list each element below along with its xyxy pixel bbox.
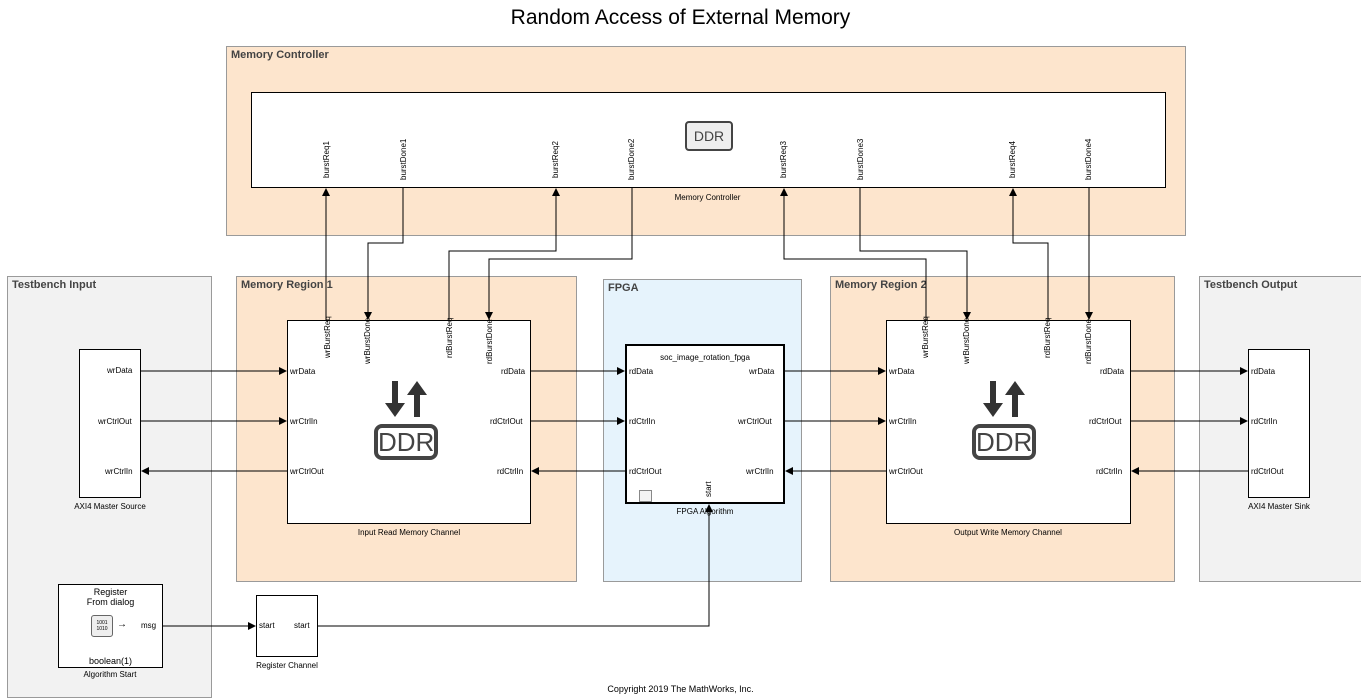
out-port-wrdata: wrData [889, 367, 915, 376]
fpga-area-label: FPGA [608, 282, 639, 294]
ddr-chip-icon: DDR [374, 424, 438, 460]
wire-burstreq4 [1009, 188, 1049, 320]
fpga-port-wrctrlout: wrCtrlOut [738, 417, 772, 426]
binary-file-icon-text: 1001 1010 [96, 620, 108, 632]
model-reference-icon [639, 490, 652, 502]
memory-controller-caption: Memory Controller [674, 193, 741, 202]
binary-file-icon: 1001 1010 [91, 615, 113, 637]
fpga-port-rdctrlout: rdCtrlOut [629, 467, 662, 476]
axi-source-port-wrdata: wrData [107, 366, 133, 375]
read-write-arrows-icon [983, 381, 1025, 417]
copyright-text: Copyright 2019 The MathWorks, Inc. [607, 684, 754, 694]
fpga-port-wrdata: wrData [749, 367, 775, 376]
register-type-label: boolean(1) [88, 656, 133, 666]
axi4-master-source-caption: AXI4 Master Source [74, 502, 146, 511]
diagram-title: Random Access of External Memory [510, 6, 851, 29]
testbench-input-area-label: Testbench Input [12, 279, 97, 291]
fpga-port-wrctrlin: wrCtrlIn [746, 467, 774, 476]
memory-controller-area-label: Memory Controller [231, 49, 329, 61]
out-port-rdctrlout: rdCtrlOut [1089, 417, 1122, 426]
out-port-rdctrlin: rdCtrlIn [1096, 467, 1123, 476]
axi-sink-port-rddata: rdData [1251, 367, 1276, 376]
register-line1: Register [93, 587, 128, 597]
wire-start [318, 504, 713, 627]
algorithm-start-caption: Algorithm Start [83, 670, 137, 679]
ddr-chip-icon: DDR [685, 121, 733, 151]
register-channel-caption: Register Channel [256, 661, 318, 670]
input-read-memory-channel-caption: Input Read Memory Channel [357, 528, 461, 537]
register-channel-port-start-in: start [259, 621, 275, 630]
read-write-arrows-icon [385, 381, 427, 417]
arrow-right-icon: → [117, 619, 127, 630]
memory-controller-block[interactable]: DDR [251, 92, 1166, 188]
fpga-port-rdctrlin: rdCtrlIn [629, 417, 656, 426]
fpga-algorithm-block[interactable]: soc_image_rotation_fpga [625, 344, 785, 504]
output-write-memory-channel-caption: Output Write Memory Channel [954, 528, 1062, 537]
wire-burstdone2 [485, 188, 633, 320]
register-port-msg: msg [141, 621, 157, 630]
fpga-port-rddata: rdData [629, 367, 654, 376]
register-from-dialog-block[interactable]: Register From dialog 1001 1010 → boolean… [58, 584, 163, 668]
memory-region-2-area-label: Memory Region 2 [835, 279, 927, 291]
register-channel-block[interactable] [256, 595, 318, 657]
axi4-master-source-block[interactable] [79, 349, 141, 498]
testbench-output-area-label: Testbench Output [1204, 279, 1298, 291]
in-port-rdctrlout: rdCtrlOut [490, 417, 523, 426]
in-port-rdctrlin: rdCtrlIn [497, 467, 524, 476]
wire-burstreq3 [780, 188, 927, 320]
in-port-wrctrlin: wrCtrlIn [290, 417, 318, 426]
register-channel-port-start-out: start [294, 621, 310, 630]
fpga-block-name: soc_image_rotation_fpga [660, 353, 750, 362]
input-read-memory-channel-block[interactable]: DDR [287, 320, 531, 524]
in-port-wrctrlout: wrCtrlOut [290, 467, 324, 476]
axi-sink-port-rdctrlout: rdCtrlOut [1251, 467, 1284, 476]
in-port-wrdata: wrData [290, 367, 316, 376]
axi4-master-sink-block[interactable] [1248, 349, 1310, 498]
out-port-rddata: rdData [1100, 367, 1125, 376]
axi-source-port-wrctrlout: wrCtrlOut [98, 417, 132, 426]
axi4-master-sink-caption: AXI4 Master Sink [1248, 502, 1310, 511]
ddr-chip-icon: DDR [972, 424, 1036, 460]
register-line2: From dialog [86, 597, 135, 607]
wire-burstdone3 [859, 188, 971, 320]
axi-sink-port-rdctrlin: rdCtrlIn [1251, 417, 1278, 426]
wire-burstdone1 [364, 188, 404, 320]
output-write-memory-channel-block[interactable]: DDR [886, 320, 1131, 524]
out-port-wrctrlout: wrCtrlOut [889, 467, 923, 476]
in-port-rddata: rdData [501, 367, 526, 376]
axi-source-port-wrctrlin: wrCtrlIn [105, 467, 133, 476]
wire-burstreq2 [448, 188, 560, 320]
out-port-wrctrlin: wrCtrlIn [889, 417, 917, 426]
memory-region-1-area-label: Memory Region 1 [241, 279, 333, 291]
fpga-algorithm-caption: FPGA Algorithm [676, 507, 734, 516]
